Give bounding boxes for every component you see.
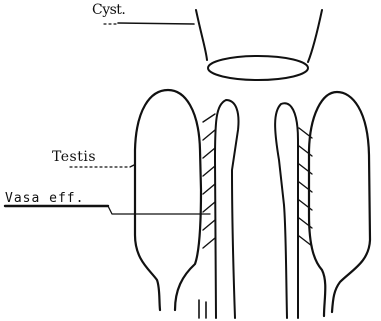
leader-lines (5, 23, 210, 214)
testis-leader-line (130, 165, 134, 167)
cyst-leader-line (118, 23, 194, 24)
testis-label: Testis (52, 150, 96, 164)
cyst-opening (208, 56, 308, 80)
vasa-efferentia-label: Vasa eff. (5, 192, 84, 205)
cyst-label: Cyst. (92, 3, 125, 17)
base-ticks (199, 300, 206, 318)
cyst (196, 10, 322, 80)
left-vasa-efferentia (203, 114, 215, 248)
left-testis (135, 90, 201, 310)
right-vas-deferens (275, 103, 298, 318)
vasa-connector-line (108, 206, 210, 214)
left-vas-deferens (215, 100, 239, 318)
right-testis (309, 92, 370, 316)
cyst-cup-outline (196, 10, 322, 62)
